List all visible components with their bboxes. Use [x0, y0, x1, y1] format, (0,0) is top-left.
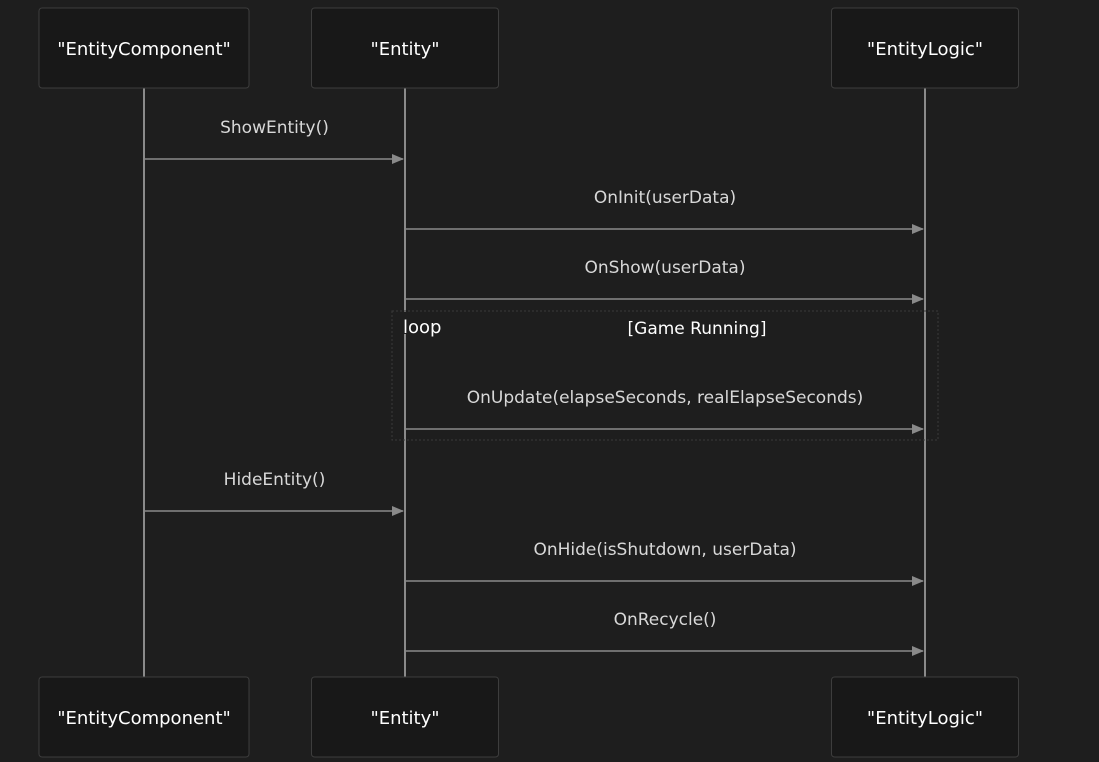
message-7: OnRecycle()	[406, 610, 924, 656]
message-label: OnShow(userData)	[585, 258, 746, 278]
actor-entity-bottom: "Entity"	[311, 676, 499, 758]
actor-box	[831, 7, 1019, 89]
messages: ShowEntity() OnInit(userData) OnShow(userD…	[145, 118, 924, 656]
actor-label: "EntityLogic"	[867, 708, 983, 729]
actor-box	[311, 676, 499, 758]
message-label: HideEntity()	[224, 470, 326, 490]
actor-box	[38, 676, 250, 758]
actor-label: "EntityLogic"	[867, 39, 983, 60]
message-2: OnInit(userData)	[406, 188, 924, 234]
actor-box	[38, 7, 250, 89]
actor-box	[311, 7, 499, 89]
loop-condition: [Game Running]	[628, 319, 767, 339]
message-3: OnShow(userData)	[406, 258, 924, 304]
message-label: OnHide(isShutdown, userData)	[533, 540, 796, 560]
loop-keyword: loop	[403, 317, 441, 338]
message-label: OnRecycle()	[614, 610, 717, 630]
loop-fragment: loop [Game Running]	[391, 310, 939, 441]
actor-label: "EntityComponent"	[57, 39, 231, 60]
message-5: HideEntity()	[145, 470, 404, 516]
actors: "EntityComponent" "EntityComponent" "Entit…	[38, 7, 1019, 758]
loop-tab	[393, 312, 453, 334]
actor-box	[831, 676, 1019, 758]
message-4: OnUpdate(elapseSeconds, realElapseSecond…	[406, 388, 924, 434]
actor-label: "EntityComponent"	[57, 708, 231, 729]
actor-label: "Entity"	[370, 39, 439, 60]
message-1: ShowEntity()	[145, 118, 404, 164]
actor-label: "Entity"	[370, 708, 439, 729]
actor-logic-top: "EntityLogic"	[831, 7, 1019, 89]
actor-component-bottom: "EntityComponent"	[38, 676, 250, 758]
loop-frame	[391, 310, 939, 441]
actor-entity-top: "Entity"	[311, 7, 499, 89]
lifelines	[143, 88, 926, 677]
message-label: OnUpdate(elapseSeconds, realElapseSecond…	[467, 388, 864, 408]
message-6: OnHide(isShutdown, userData)	[406, 540, 924, 586]
message-label: OnInit(userData)	[594, 188, 736, 208]
message-label: ShowEntity()	[220, 118, 329, 138]
actor-logic-bottom: "EntityLogic"	[831, 676, 1019, 758]
actor-component-top: "EntityComponent"	[38, 7, 250, 89]
